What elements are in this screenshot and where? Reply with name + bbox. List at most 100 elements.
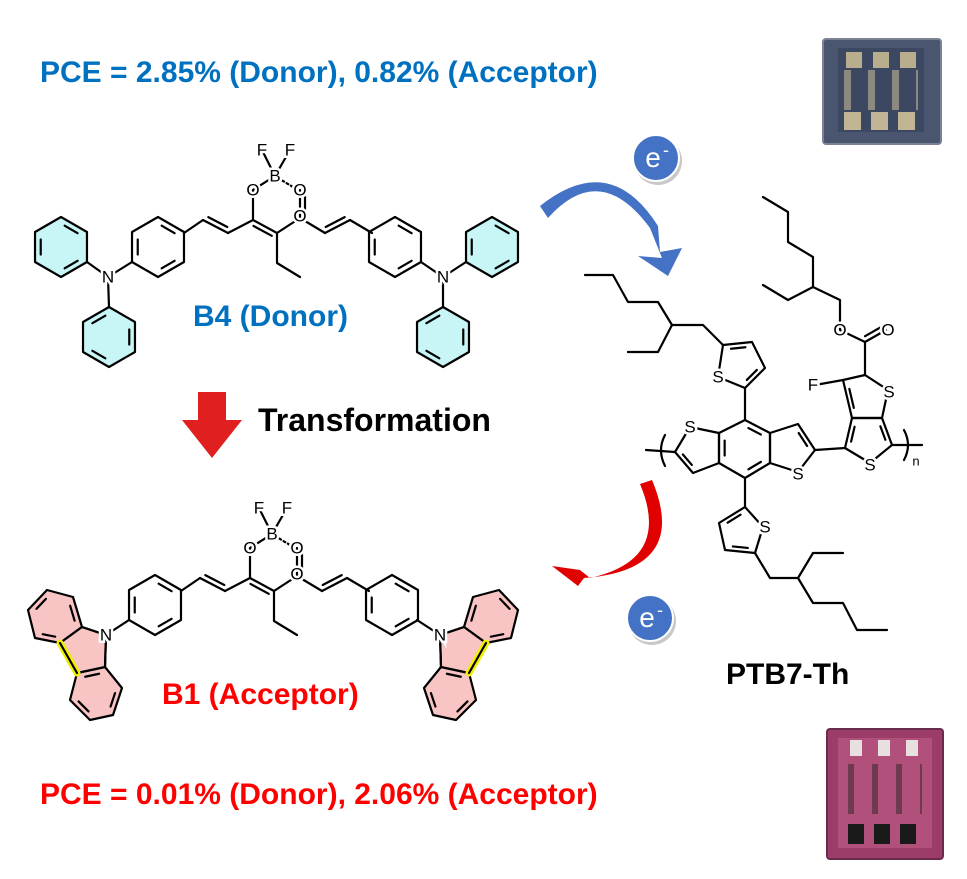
bond-group bbox=[841, 373, 890, 420]
double-bond bbox=[429, 691, 437, 708]
carbonyl-oxygen-label: O bbox=[293, 207, 306, 226]
double-bond bbox=[249, 582, 270, 595]
bond bbox=[813, 446, 847, 452]
donor-pce-text: PCE = 2.85% (Donor), 0.82% (Acceptor) bbox=[40, 56, 598, 89]
double-bond bbox=[879, 425, 887, 441]
thiophene-ring bbox=[768, 422, 817, 474]
bond bbox=[85, 260, 110, 279]
bond bbox=[813, 378, 845, 387]
phenyl-ring bbox=[81, 305, 137, 369]
fluorine-label: F bbox=[282, 499, 292, 518]
carbazole-nitrogen-label: N bbox=[434, 626, 446, 645]
bond-group bbox=[717, 505, 765, 555]
phenylene-ring bbox=[130, 215, 186, 279]
electron-badge-circle bbox=[626, 594, 674, 642]
double-bond bbox=[797, 431, 809, 448]
oxygen-label: O bbox=[290, 539, 303, 558]
bond-group bbox=[85, 260, 468, 309]
bond-chain bbox=[345, 576, 371, 593]
ethyl-group bbox=[275, 231, 302, 279]
phenylene-ring bbox=[364, 573, 420, 637]
ester-oxygen-label: O bbox=[833, 321, 846, 340]
carbonyl-oxygen-label: O bbox=[290, 565, 303, 584]
double-bond bbox=[91, 349, 107, 360]
phenyl-ring bbox=[33, 215, 89, 279]
double-bond bbox=[394, 617, 410, 628]
bond bbox=[467, 641, 488, 675]
bond-group bbox=[464, 215, 520, 279]
bond bbox=[251, 218, 279, 235]
double-bond bbox=[745, 368, 758, 382]
bond bbox=[323, 218, 352, 235]
carbazole-nitrogen-label: N bbox=[100, 626, 112, 645]
alkyl-chain bbox=[753, 551, 845, 580]
b1-acceptor-label: B1 (Acceptor) bbox=[162, 678, 359, 711]
device-photo-donor bbox=[822, 38, 942, 145]
double-bond bbox=[681, 453, 693, 467]
thienothiophene-ring bbox=[841, 373, 890, 420]
bond-chain bbox=[248, 532, 274, 550]
fluorine-label: F bbox=[808, 376, 818, 395]
bond bbox=[320, 576, 349, 593]
bond-group bbox=[130, 215, 186, 279]
electron-charge: - bbox=[657, 600, 663, 620]
sulfur-label: S bbox=[864, 456, 875, 475]
electron-charge: - bbox=[663, 140, 669, 160]
double-bond bbox=[489, 633, 505, 638]
bond bbox=[438, 633, 443, 669]
boron-label: B bbox=[269, 167, 280, 186]
double-bond bbox=[397, 224, 413, 235]
bond bbox=[58, 641, 79, 675]
bond-group bbox=[367, 215, 423, 279]
double-bond bbox=[321, 574, 343, 587]
transformation-label: Transformation bbox=[258, 402, 491, 438]
bond bbox=[441, 260, 468, 279]
bond-chain bbox=[275, 216, 302, 235]
double-bond bbox=[63, 259, 79, 270]
bond-group bbox=[415, 305, 471, 369]
double-bond bbox=[157, 617, 173, 628]
double-bond bbox=[425, 314, 441, 325]
bond-group bbox=[415, 618, 490, 677]
nitrogen-label: N bbox=[102, 268, 114, 287]
bond-chain bbox=[270, 506, 289, 536]
boron-label: B bbox=[266, 525, 277, 544]
sulfur-label: S bbox=[712, 368, 723, 387]
thienyl-ring bbox=[716, 340, 767, 390]
bond-chain bbox=[182, 218, 205, 235]
double-bond bbox=[425, 349, 441, 360]
bond bbox=[248, 576, 276, 593]
repeat-unit-n: n bbox=[912, 454, 919, 469]
double-bond bbox=[77, 700, 90, 713]
double-bond bbox=[69, 604, 76, 622]
phenylene-ring bbox=[367, 215, 423, 279]
nitrogen-label: N bbox=[437, 268, 449, 287]
double-bond bbox=[747, 426, 763, 436]
double-bond bbox=[494, 259, 510, 270]
bond-group bbox=[768, 422, 817, 474]
double-bond bbox=[849, 425, 856, 443]
electron-badge-top: e- bbox=[632, 134, 682, 185]
alkyl-chain bbox=[626, 323, 725, 354]
ester-side-chain bbox=[761, 283, 867, 344]
double-bond bbox=[160, 224, 176, 235]
bond-group bbox=[33, 215, 89, 279]
double-bond bbox=[324, 216, 346, 229]
bond-chain bbox=[257, 506, 274, 536]
transformation-arrow-icon bbox=[182, 392, 242, 458]
bond-group bbox=[717, 418, 772, 480]
bond bbox=[419, 260, 445, 279]
bond-chain bbox=[179, 576, 202, 593]
bond bbox=[863, 328, 888, 344]
bond-chain bbox=[251, 174, 277, 192]
double-bond bbox=[498, 597, 511, 610]
bond bbox=[106, 275, 111, 309]
double-bond bbox=[848, 387, 855, 409]
double-bond bbox=[91, 314, 107, 325]
double-bond bbox=[204, 574, 226, 587]
double-bond bbox=[160, 259, 176, 270]
electron-transfer-arrow-blue bbox=[540, 182, 682, 276]
double-bond bbox=[109, 691, 117, 708]
bond-group bbox=[462, 588, 520, 645]
